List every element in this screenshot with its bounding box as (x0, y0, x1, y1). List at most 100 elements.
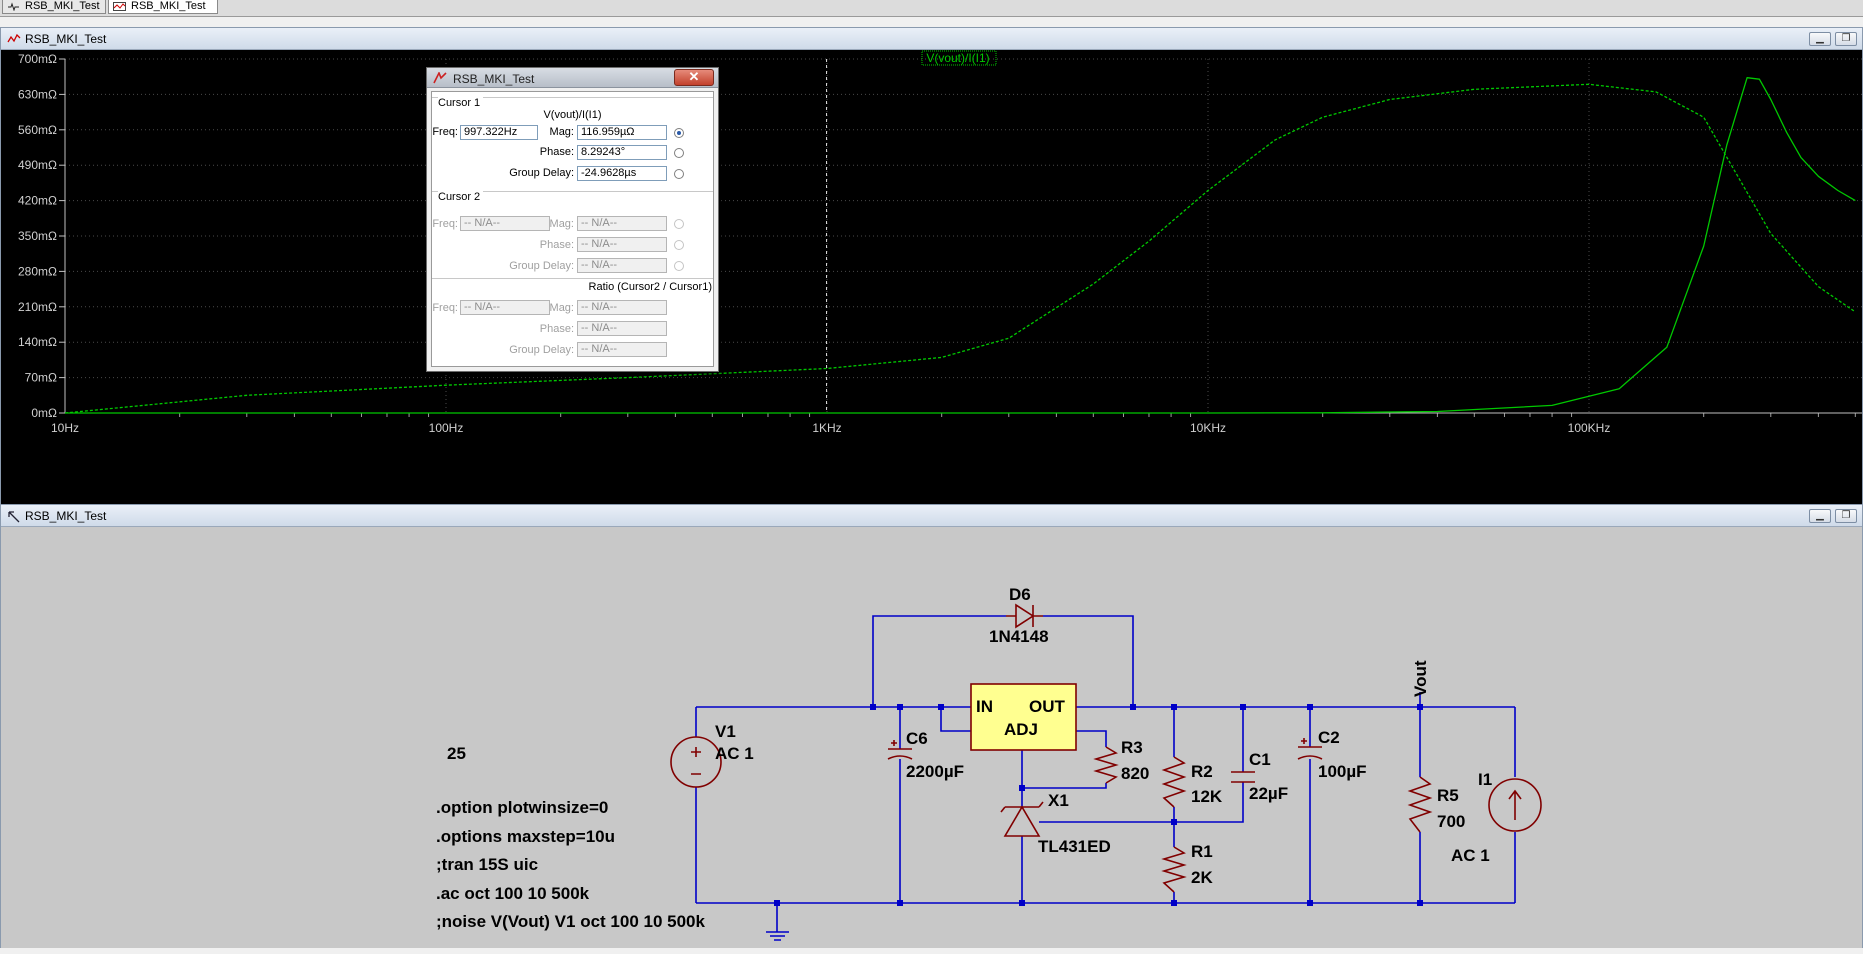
waveform-chart[interactable]: 700mΩ630mΩ560mΩ490mΩ420mΩ350mΩ280mΩ210mΩ… (1, 50, 1862, 511)
x-tick-label: 10KHz (1190, 421, 1226, 435)
cursor1-trace-name: V(vout)/I(I1) (543, 109, 602, 121)
x1-name: X1 (1048, 791, 1069, 810)
c6-name: C6 (906, 729, 928, 748)
spice-directive[interactable]: .option plotwinsize=0 (436, 798, 608, 817)
schematic-drawing[interactable]: IN OUT ADJ D6 1N4148 V1 AC 1 C6 2200µF R… (1, 527, 1862, 949)
restore-button[interactable]: ❐ (1835, 32, 1857, 46)
cursor2-group-label: Cursor 2 (438, 191, 484, 203)
cursor1-group-delay-radio[interactable] (674, 169, 684, 179)
tab-label: RSB_MKI_Test (131, 0, 206, 12)
cursor-dialog[interactable]: RSB_MKI_Test ✕ Cursor 1 V(vout)/I(I1) Fr… (426, 67, 719, 372)
document-tab-bar: RSB_MKI_Test RSB_MKI_Test (0, 0, 1863, 17)
v1-name: V1 (715, 722, 736, 741)
cursor2-mag-label: Mag: (549, 218, 574, 230)
cursor1-phase-label: Phase: (539, 146, 574, 158)
x1-value: TL431ED (1038, 837, 1111, 856)
cursor1-mag-field[interactable]: 116.959µΩ (577, 125, 667, 140)
y-tick-label: 560mΩ (18, 123, 57, 137)
cursor1-group-delay-field[interactable]: -24.9628µs (577, 166, 667, 181)
tab-waveform[interactable]: RSB_MKI_Test (108, 0, 218, 14)
ratio-group-label: Ratio (Cursor2 / Cursor1) (588, 281, 712, 293)
regulator-adj-label: ADJ (1004, 720, 1038, 739)
ratio-group: Ratio (Cursor2 / Cursor1) Freq: -- N/A--… (432, 278, 713, 367)
schematic-window: RSB_MKI_Test ▁ ❐ (0, 504, 1863, 948)
y-tick-label: 70mΩ (25, 371, 57, 385)
vout-net-label[interactable]: Vout (1411, 660, 1430, 697)
spice-directive[interactable]: ;tran 15S uic (436, 855, 538, 874)
y-tick-label: 350mΩ (18, 229, 57, 243)
cursor2-group: Cursor 2 Freq: -- N/A-- Mag: -- N/A-- Ph… (432, 191, 713, 273)
schematic-canvas[interactable]: IN OUT ADJ D6 1N4148 V1 AC 1 C6 2200µF R… (1, 527, 1862, 948)
d6-value: 1N4148 (989, 627, 1049, 646)
y-tick-label: 0mΩ (31, 406, 57, 420)
minimize-button[interactable]: ▁ (1809, 509, 1831, 523)
cursor-dialog-title: RSB_MKI_Test (453, 72, 535, 86)
r2-value: 12K (1191, 787, 1223, 806)
c1-name: C1 (1249, 750, 1271, 769)
cursor2-phase-label: Phase: (539, 239, 574, 251)
ratio-phase-field: -- N/A-- (577, 321, 667, 336)
schematic-window-title: RSB_MKI_Test (25, 509, 107, 523)
regulator-block[interactable] (970, 683, 1077, 751)
d6-name: D6 (1009, 585, 1031, 604)
cursor2-group-delay-radio (674, 261, 684, 271)
i1-value: AC 1 (1451, 846, 1490, 865)
junctions (774, 704, 1423, 906)
trace-label[interactable]: V(vout)/I(I1) (926, 51, 989, 65)
y-tick-label: 700mΩ (18, 52, 57, 66)
spice-directive[interactable]: .options maxstep=10u (436, 827, 615, 846)
c1-value: 22µF (1249, 784, 1288, 803)
i1-name: I1 (1478, 770, 1492, 789)
r5-name: R5 (1437, 786, 1459, 805)
r1-name: R1 (1191, 842, 1213, 861)
cursor1-phase-field[interactable]: 8.29243° (577, 145, 667, 160)
v1-value: AC 1 (715, 744, 754, 763)
ratio-group-delay-field: -- N/A-- (577, 342, 667, 357)
cursor1-freq-field[interactable]: 997.322Hz (460, 125, 538, 140)
r2-name: R2 (1191, 762, 1213, 781)
x-tick-label: 100Hz (429, 421, 464, 435)
ratio-mag-label: Mag: (549, 302, 574, 314)
ratio-freq-label: Freq: (432, 302, 458, 314)
plot-window-titlebar: RSB_MKI_Test ▁ ❐ (1, 28, 1862, 50)
cursor1-mag-label: Mag: (549, 126, 574, 138)
y-tick-label: 140mΩ (18, 335, 57, 349)
trace-label-box (921, 50, 997, 66)
y-tick-label: 420mΩ (18, 194, 57, 208)
components (670, 603, 1542, 893)
cursor1-phase-radio[interactable] (674, 148, 684, 158)
y-tick-label: 630mΩ (18, 87, 57, 101)
plot-window-title: RSB_MKI_Test (25, 32, 107, 46)
ratio-mag-field: -- N/A-- (577, 300, 667, 315)
y-tick-label: 280mΩ (18, 264, 57, 278)
cursor2-freq-label: Freq: (432, 218, 458, 230)
cursor1-group: Cursor 1 V(vout)/I(I1) Freq: 997.322Hz M… (432, 97, 713, 186)
cursor1-group-delay-label: Group Delay: (509, 167, 574, 179)
y-tick-label: 210mΩ (18, 300, 57, 314)
cursor1-freq-label: Freq: (432, 126, 458, 138)
cursor2-group-delay-label: Group Delay: (509, 260, 574, 272)
c2-name: C2 (1318, 728, 1340, 747)
spice-directive[interactable]: .ac oct 100 10 500k (436, 884, 590, 903)
cursor2-mag-radio (674, 219, 684, 229)
tab-schematic[interactable]: RSB_MKI_Test (2, 0, 106, 14)
minimize-button[interactable]: ▁ (1809, 32, 1831, 46)
param-text[interactable]: 25 (447, 744, 466, 763)
cursor1-group-label: Cursor 1 (438, 97, 484, 109)
spice-directive[interactable]: ;noise V(Vout) V1 oct 100 10 500k (436, 912, 705, 931)
r1-value: 2K (1191, 868, 1213, 887)
restore-button[interactable]: ❐ (1835, 509, 1857, 523)
cursor-dialog-titlebar[interactable]: RSB_MKI_Test ✕ (427, 68, 718, 88)
cursor2-mag-field: -- N/A-- (577, 216, 667, 231)
cursor2-phase-radio (674, 240, 684, 250)
cursor1-mag-radio[interactable] (674, 128, 684, 138)
cursor2-phase-field: -- N/A-- (577, 237, 667, 252)
schematic-icon (8, 2, 19, 11)
c2-value: 100µF (1318, 762, 1367, 781)
waveform-icon (113, 2, 126, 11)
magnitude-trace (65, 77, 1856, 414)
wires (695, 615, 1516, 941)
close-button[interactable]: ✕ (674, 69, 714, 86)
